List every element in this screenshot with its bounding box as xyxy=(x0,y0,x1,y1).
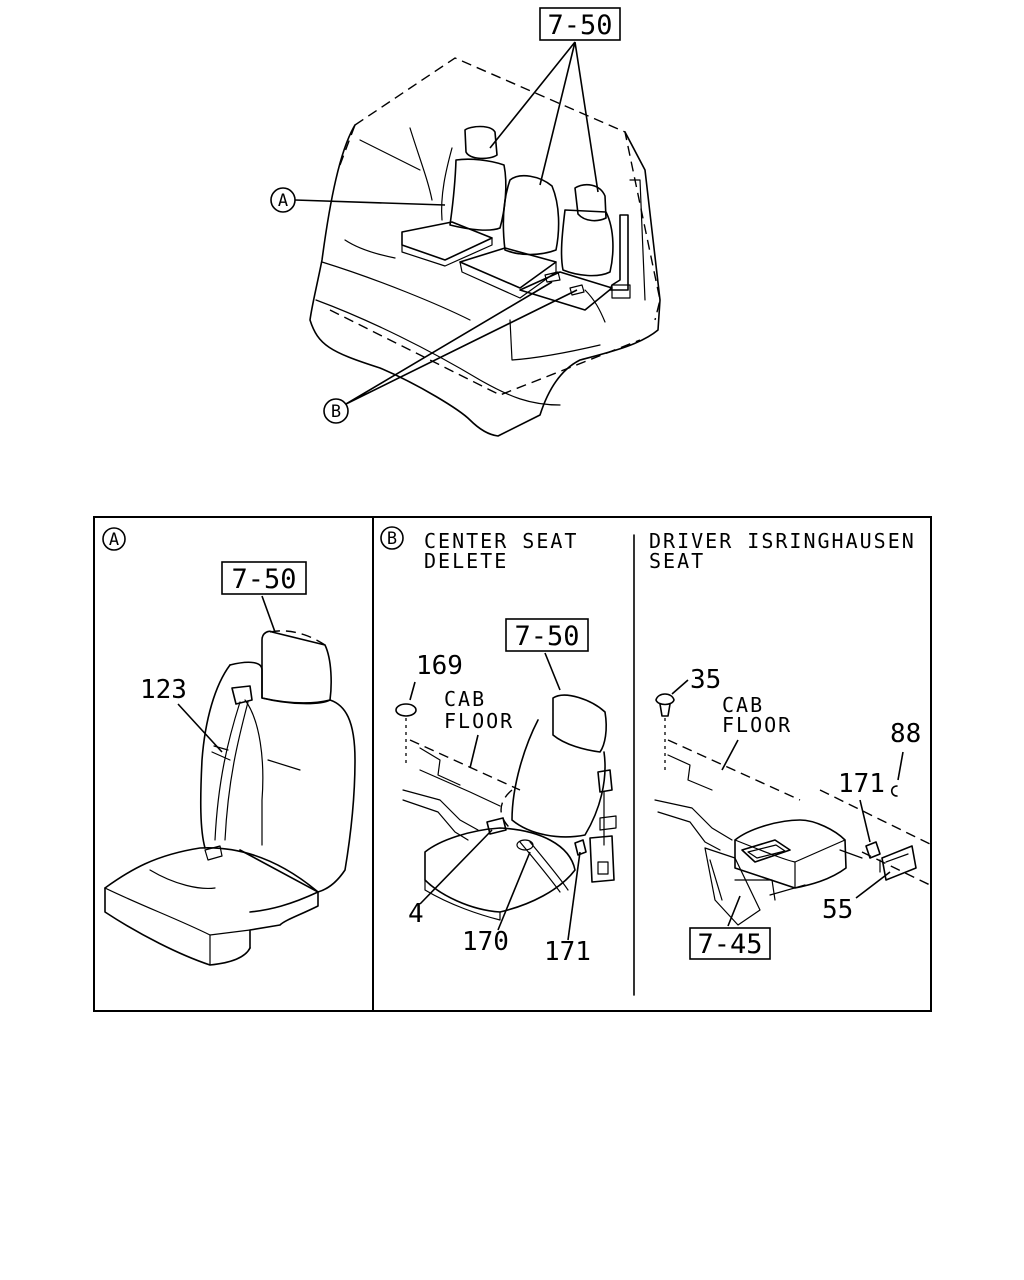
center-seat-drawing xyxy=(395,694,617,921)
driver-seat-part-88-leader xyxy=(897,751,904,781)
center-seat-part-170: 170 xyxy=(462,927,509,957)
center-seat-ref-leader xyxy=(544,652,561,691)
center-seat-part-4: 4 xyxy=(408,899,424,929)
overview-ref-label: 7-50 xyxy=(547,10,612,41)
overview-ref-leaders xyxy=(489,41,599,193)
driver-seat-title-line1: DRIVER ISRINGHAUSEN xyxy=(649,529,916,553)
driver-seat-ref-leader xyxy=(727,895,741,927)
center-seat-part-4-leader xyxy=(419,829,493,905)
center-seat-cab-line1: CAB xyxy=(444,687,486,711)
center-seat-part-169: 169 xyxy=(416,651,463,681)
driver-seat-part-35-leader xyxy=(671,679,689,695)
center-seat-title-line1: CENTER SEAT xyxy=(424,529,578,553)
callout-b-label: B xyxy=(331,402,341,422)
center-seat-cab-line2: FLOOR xyxy=(444,709,514,733)
driver-seat-ref-label: 7-45 xyxy=(697,929,762,960)
panel-a-badge: A xyxy=(109,530,119,550)
center-seat-cab-leader xyxy=(469,734,479,769)
driver-seat-part-55: 55 xyxy=(822,895,853,925)
driver-seat-title-line2: SEAT xyxy=(649,549,705,573)
driver-seat-cab-line1: CAB xyxy=(722,693,764,717)
center-seat-part-171: 171 xyxy=(544,937,591,967)
panel-b-badge-circle xyxy=(380,526,404,550)
center-seat-ref-box xyxy=(505,618,589,652)
center-seat-ref-label: 7-50 xyxy=(514,621,579,652)
callout-a-label: A xyxy=(278,191,288,211)
driver-seat-cab-line2: FLOOR xyxy=(722,713,792,737)
cab-overview-drawing xyxy=(309,57,661,437)
panel-a-part-123-leader xyxy=(177,703,223,753)
center-seat-part-171-leader xyxy=(567,851,581,941)
panel-b-badge: B xyxy=(387,529,397,549)
panel-a-badge-circle xyxy=(102,527,126,551)
overview-ref-box xyxy=(539,7,621,41)
panel-a-ref-leader xyxy=(261,595,276,633)
driver-seat-part-35: 35 xyxy=(690,665,721,695)
center-seat-part-170-leader xyxy=(497,851,531,931)
driver-seat-drawing xyxy=(654,693,933,926)
panel-a-ref-label: 7-50 xyxy=(231,564,296,595)
panel-a-seat-drawing xyxy=(104,630,356,966)
driver-seat-ref-box xyxy=(689,927,771,960)
driver-seat-part-88: 88 xyxy=(890,719,921,749)
panel-a-ref-box xyxy=(221,561,307,595)
callout-a-leader xyxy=(294,199,446,206)
detail-frame xyxy=(93,516,932,1012)
callout-b-circle xyxy=(323,398,349,424)
driver-seat-part-171: 171 xyxy=(838,769,885,799)
panel-a-part-123: 123 xyxy=(140,675,187,705)
driver-seat-cab-leader xyxy=(721,739,739,771)
center-seat-title-line2: DELETE xyxy=(424,549,508,573)
driver-seat-part-171-leader xyxy=(859,799,871,843)
center-seat-part-169-leader xyxy=(409,681,416,701)
callout-b-leaders xyxy=(345,281,578,405)
driver-seat-part-55-leader xyxy=(855,871,891,899)
